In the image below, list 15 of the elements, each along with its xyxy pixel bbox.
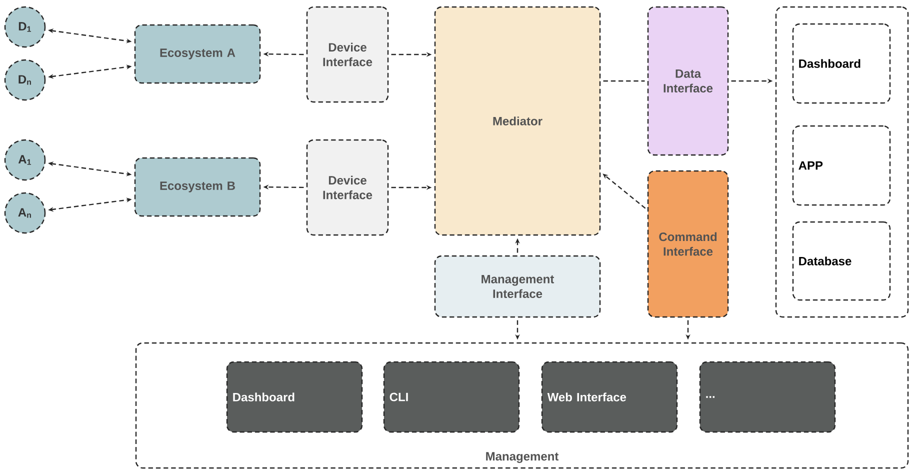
output-box: APP — [792, 125, 891, 206]
interface-box: Management Interface — [434, 255, 601, 318]
box-node: Ecosystem B — [134, 157, 261, 217]
interface-box: Data Interface — [647, 6, 729, 156]
tool-box: Dashboard — [226, 361, 363, 433]
mediator-box: Mediator — [434, 6, 601, 236]
interface-box: Command Interface — [647, 170, 729, 318]
output-box: Database — [792, 221, 891, 301]
interface-box: Device Interface — [306, 6, 389, 103]
tool-box: ... — [699, 361, 836, 433]
tool-box: Web Interface — [541, 361, 678, 433]
output-box: Dashboard — [792, 23, 891, 104]
interface-box: Device Interface — [306, 139, 389, 236]
box-node: Ecosystem A — [134, 24, 261, 84]
tool-box: CLI — [383, 361, 520, 433]
